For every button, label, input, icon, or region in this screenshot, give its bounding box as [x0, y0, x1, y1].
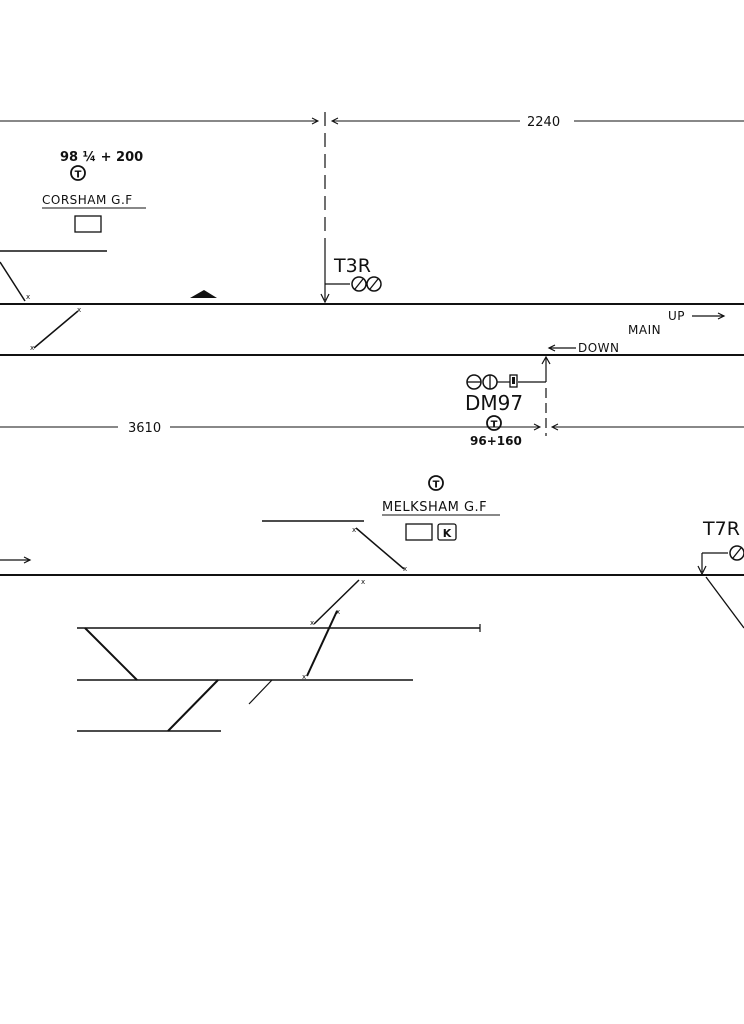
svg-text:x: x	[336, 608, 340, 616]
corsham-telephone-icon	[70, 165, 86, 181]
catch-point-icon	[190, 290, 217, 298]
svg-text:x: x	[26, 293, 30, 301]
svg-text:x: x	[77, 306, 81, 314]
corsham-area: 98 ¼ + 200 T CORSHAM G.F x x x	[0, 150, 217, 352]
svg-text:x: x	[361, 578, 365, 586]
yard-connection-3	[248, 679, 273, 705]
dm97-milepost: 96+160	[470, 434, 522, 448]
melksham-key-box	[437, 523, 457, 541]
signal-t7r-label: T7R	[702, 518, 740, 540]
main-label: MAIN	[628, 323, 661, 337]
melksham-telephone-icon	[428, 475, 444, 491]
svg-text:x: x	[403, 565, 407, 573]
melksham-ground-frame-box	[405, 523, 433, 541]
t7r-connection	[705, 576, 744, 629]
yard-connection-4	[313, 579, 360, 625]
dm97-telephone-icon	[486, 415, 502, 431]
svg-text:x: x	[352, 526, 356, 534]
signal-dm97: DM97 T 96+160	[465, 355, 551, 448]
corsham-siding-connection	[0, 261, 26, 302]
t7r-signal-head-icon	[729, 545, 744, 561]
lower-dimension: 3610	[0, 421, 744, 436]
melksham-gf-label: MELKSHAM G.F	[382, 500, 487, 515]
lower-distance-label: 3610	[128, 421, 161, 436]
corsham-gf-label: CORSHAM G.F	[42, 193, 133, 207]
yard-connection-5	[306, 610, 338, 677]
signal-t7r: T7R	[697, 518, 744, 629]
svg-text:x: x	[302, 673, 306, 681]
corsham-ground-frame-box	[74, 215, 102, 233]
down-label: DOWN	[578, 341, 620, 355]
yard-connection-1	[84, 627, 138, 681]
direction-labels: UP MAIN DOWN	[547, 309, 726, 355]
melksham-telephone-letter: T	[433, 480, 440, 491]
svg-text:x: x	[30, 344, 34, 352]
yard-connection-2	[167, 679, 219, 732]
signal-t3r: T3R	[320, 252, 382, 304]
up-label: UP	[668, 309, 685, 323]
melksham-key-letter: K	[443, 527, 452, 540]
dm97-indicator-icon	[509, 374, 518, 388]
upper-distance-label: 2240	[527, 115, 560, 130]
corsham-milepost: 98 ¼ + 200	[60, 150, 143, 165]
melksham-area: T MELKSHAM G.F K x x	[0, 475, 500, 573]
melksham-siding-connection	[355, 527, 405, 570]
t3r-signal-head-icon-2	[366, 276, 382, 292]
t3r-signal-head-icon	[351, 276, 367, 292]
signal-t3r-label: T3R	[333, 255, 371, 277]
corsham-crossover	[33, 310, 79, 349]
upper-dimension: 2240	[0, 115, 744, 130]
yard-sidings: x x x x	[77, 578, 481, 732]
corsham-telephone-letter: T	[75, 170, 82, 181]
dm97-telephone-letter: T	[491, 420, 498, 431]
svg-text:x: x	[310, 619, 314, 627]
signal-dm97-label: DM97	[465, 391, 523, 415]
